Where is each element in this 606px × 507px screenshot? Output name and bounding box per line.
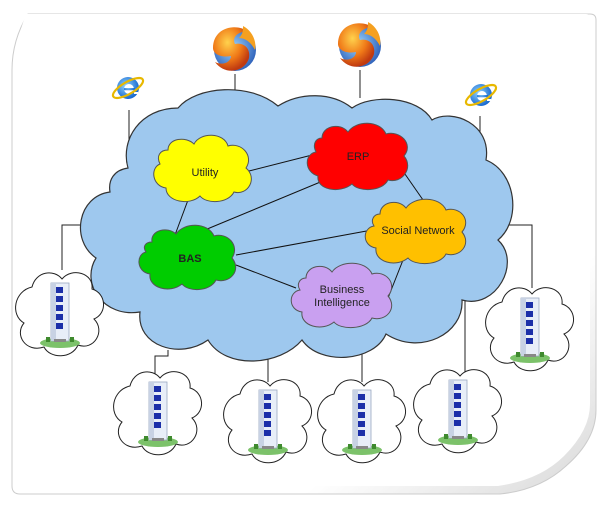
social-network-node: Social Network: [364, 198, 467, 264]
business-intelligence-label-line1: Business: [320, 284, 365, 296]
social-network-label: Social Network: [381, 225, 455, 237]
business-intelligence-node: Business Intelligence: [290, 262, 393, 328]
bas-node: BAS: [138, 224, 237, 290]
firefox-icon: [338, 22, 381, 67]
erp-node: ERP: [306, 122, 409, 191]
utility-label: Utility: [192, 167, 219, 179]
business-intelligence-label-line2: Intelligence: [314, 297, 370, 309]
utility-node: Utility: [153, 134, 252, 203]
bas-label: BAS: [178, 253, 201, 265]
erp-label: ERP: [347, 151, 370, 163]
firefox-icon: [213, 26, 256, 71]
